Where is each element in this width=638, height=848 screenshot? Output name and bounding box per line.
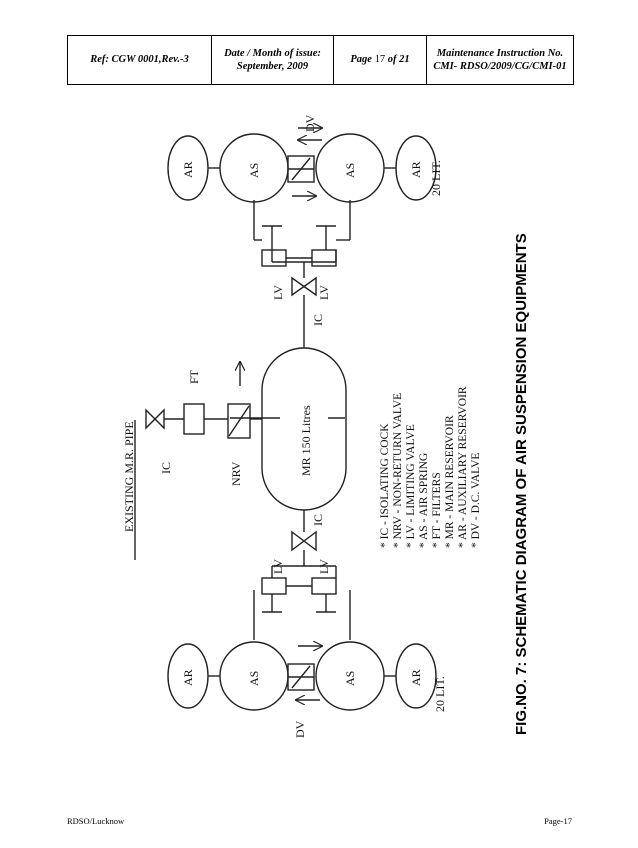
ic-valve-bottom bbox=[291, 530, 317, 552]
legend-item: * MR - MAIN RESERVOIR bbox=[444, 415, 456, 548]
page-prefix: Page bbox=[350, 54, 375, 66]
footer-right: Page-17 bbox=[544, 816, 572, 826]
as-label-3: AS bbox=[247, 671, 261, 686]
legend-item: * AR - AUXILIARY RESERVOIR bbox=[457, 386, 469, 548]
legend-item: * IC - ISOLATING COCK bbox=[379, 423, 391, 548]
date-cell: Date / Month of issue: September, 2009 bbox=[212, 36, 334, 84]
lv-label-1: LV bbox=[271, 285, 285, 300]
ft-label: FT bbox=[187, 369, 201, 384]
lv-label-3: LV bbox=[271, 559, 285, 574]
page-cell: Page 17 of 21 bbox=[334, 36, 427, 84]
as-label-4: AS bbox=[343, 671, 357, 686]
legend: * IC - ISOLATING COCK * NRV - NON-RETURN… bbox=[379, 386, 482, 548]
mi-label: Maintenance Instruction No. bbox=[436, 47, 564, 59]
lv-box-left-1 bbox=[261, 577, 287, 595]
lv-label-2: LV bbox=[317, 285, 331, 300]
as-label-2: AS bbox=[343, 163, 357, 178]
legend-item: * LV - LIMITING VALVE bbox=[405, 424, 417, 548]
ic-label-pipe: IC bbox=[159, 462, 173, 474]
lv-box-right-1 bbox=[261, 249, 287, 267]
dv-label-bottom: DV bbox=[293, 720, 307, 738]
lit-label-top: 20 LIT. bbox=[429, 160, 443, 196]
legend-item: * DV - D.C. VALVE bbox=[470, 453, 482, 548]
ar-label-4: AR bbox=[409, 669, 423, 686]
ic-valve-pipe bbox=[145, 408, 165, 430]
mr-tank-label: MR 150 Litres bbox=[299, 405, 313, 476]
ar-label-2: AR bbox=[409, 161, 423, 178]
date-label: Date / Month of issue: bbox=[224, 47, 321, 59]
ar-label-1: AR bbox=[181, 161, 195, 178]
legend-item: * AS - AIR SPRING bbox=[418, 453, 430, 548]
lit-label-bottom: 20 LIT. bbox=[433, 676, 447, 712]
footer-left: RDSO/Lucknow bbox=[67, 816, 125, 826]
ref-cell: Ref: CGW 0001,Rev.-3 bbox=[68, 36, 212, 84]
legend-item: * FT - FILTERS bbox=[431, 472, 443, 548]
as-label-1: AS bbox=[247, 163, 261, 178]
lv-box-right-2 bbox=[311, 249, 337, 267]
ic-label-bottom: IC bbox=[311, 514, 325, 526]
legend-item: * NRV - NON-RETURN VALVE bbox=[392, 393, 404, 548]
ic-label-top: IC bbox=[311, 314, 325, 326]
date-value: September, 2009 bbox=[236, 61, 309, 72]
document-header: Ref: CGW 0001,Rev.-3 Date / Month of iss… bbox=[67, 35, 574, 85]
page-of: of 21 bbox=[385, 54, 410, 66]
ref-text: Ref: CGW 0001,Rev.-3 bbox=[90, 54, 189, 66]
existing-pipe-label: EXISTING M.R. PIPE bbox=[122, 421, 136, 532]
dv-label-top: DV bbox=[303, 114, 317, 132]
mi-value: CMI- RDSO/2009/CG/CMI-01 bbox=[433, 61, 567, 72]
ic-valve-top bbox=[291, 276, 317, 297]
nrv-box bbox=[227, 403, 251, 439]
lv-label-4: LV bbox=[317, 559, 331, 574]
mi-cell: Maintenance Instruction No. CMI- RDSO/20… bbox=[427, 36, 573, 84]
ar-label-3: AR bbox=[181, 669, 195, 686]
filter-box bbox=[183, 403, 205, 435]
lv-box-left-2 bbox=[311, 577, 337, 595]
figure-title: FIG.NO. 7: SCHEMATIC DIAGRAM OF AIR SUSP… bbox=[513, 233, 530, 735]
page-number: 17 bbox=[374, 54, 386, 66]
nrv-label: NRV bbox=[229, 461, 243, 486]
